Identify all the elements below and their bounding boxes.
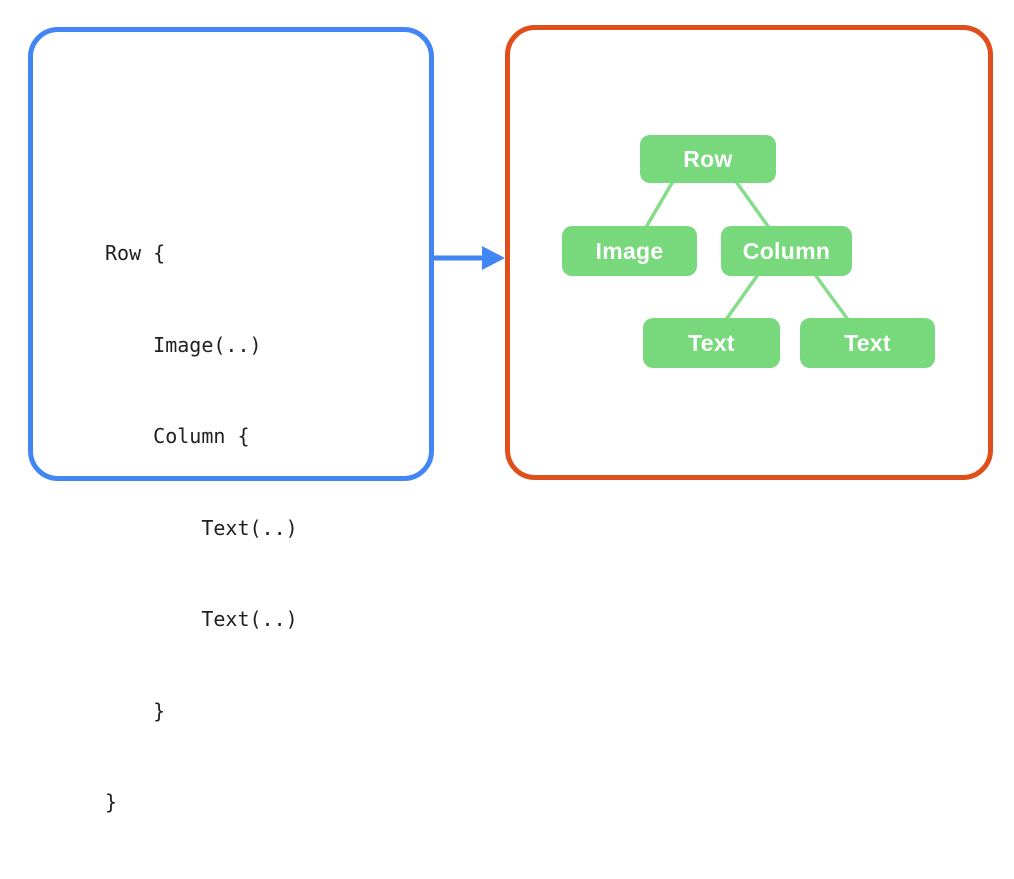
- tree-node-image: Image: [562, 226, 697, 276]
- code-line: Row {: [105, 241, 166, 265]
- code-line: }: [105, 790, 118, 814]
- code-panel: Row { Image(..) Column { Text(..) Text(.…: [28, 27, 434, 814]
- tree-panel: Row Image Column Text Text: [505, 25, 993, 480]
- diagram-canvas: Row { Image(..) Column { Text(..) Text(.…: [28, 25, 993, 814]
- edge-row-image: [643, 181, 674, 231]
- tree-node-column: Column: [721, 226, 852, 276]
- code-line: Text(..): [105, 515, 298, 540]
- arrow-right-icon: [432, 246, 505, 270]
- tree-edges: [643, 181, 851, 323]
- code-line: Text(..): [105, 607, 298, 631]
- code-line: Column {: [105, 424, 250, 448]
- edge-row-column: [735, 181, 772, 231]
- edge-column-text2: [814, 274, 851, 323]
- edge-column-text1: [723, 274, 759, 323]
- code-line: Image(..): [105, 332, 262, 357]
- code-snippet: Row { Image(..) Column { Text(..) Text(.…: [105, 177, 298, 879]
- tree-node-text-2: Text: [800, 318, 935, 368]
- code-line: }: [105, 698, 166, 723]
- tree-node-row: Row: [640, 135, 776, 183]
- tree-node-text-1: Text: [643, 318, 780, 368]
- arrow-head: [482, 246, 505, 270]
